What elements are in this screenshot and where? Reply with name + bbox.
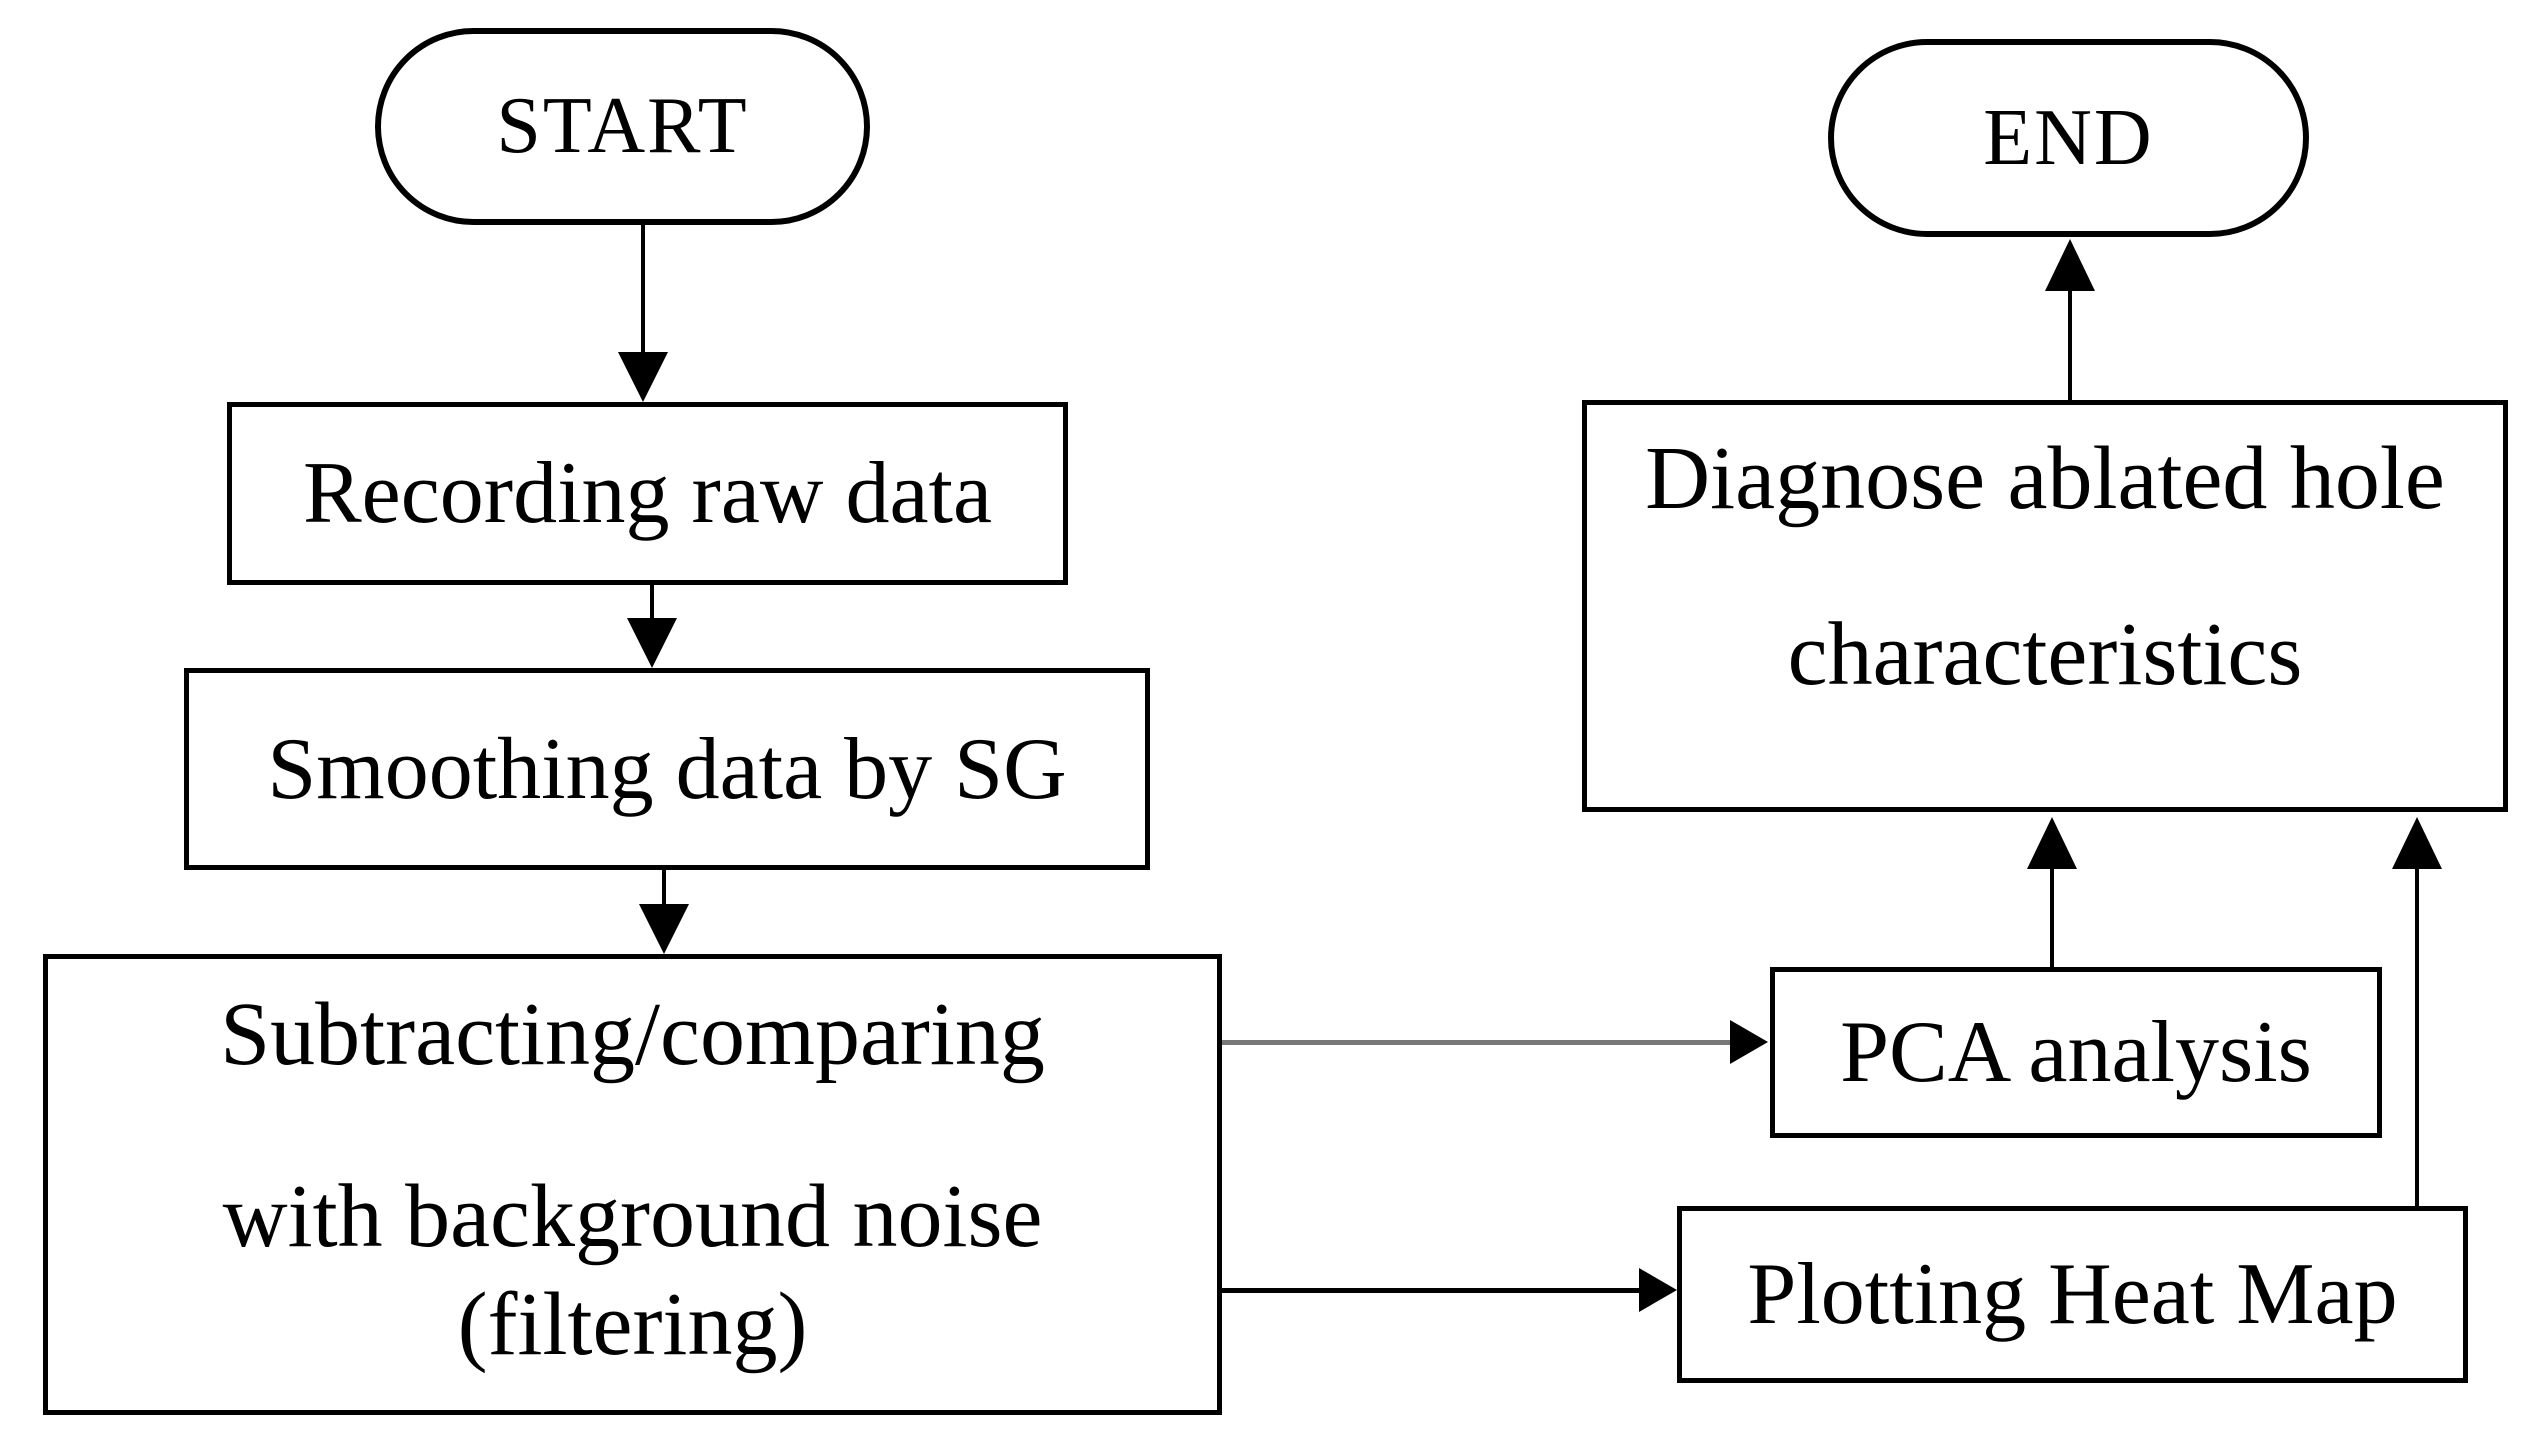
node-recording-raw-data: Recording raw data [227, 402, 1068, 585]
arrowhead-up-icon [2027, 817, 2077, 869]
node-smoothing-label: Smoothing data by SG [267, 720, 1067, 818]
node-start-label: START [496, 82, 749, 170]
connector-subtracting-to-heatmap [1222, 1288, 1642, 1293]
arrowhead-down-icon [627, 618, 677, 668]
node-subtracting-line3: (filtering) [457, 1275, 808, 1374]
arrowhead-right-icon [1639, 1268, 1677, 1312]
connector-heatmap-to-diagnose [2415, 869, 2419, 1206]
connector-recording-to-smoothing [650, 585, 654, 621]
arrowhead-up-icon [2045, 239, 2095, 291]
node-diagnose-ablated-hole: Diagnose ablated hole characteristics [1582, 400, 2508, 812]
connector-pca-to-diagnose [2050, 869, 2054, 967]
node-subtracting-line1: Subtracting/comparing [220, 985, 1045, 1084]
connector-start-to-recording [641, 225, 645, 355]
arrowhead-down-icon [639, 904, 689, 954]
node-subtracting-line2: with background noise [222, 1167, 1043, 1266]
arrowhead-right-icon [1730, 1020, 1768, 1064]
connector-smoothing-to-subtracting [662, 870, 666, 906]
node-end-label: END [1983, 93, 2154, 182]
node-smoothing-data: Smoothing data by SG [184, 668, 1150, 870]
arrowhead-down-icon [618, 352, 668, 402]
node-subtracting-comparing: Subtracting/comparing with background no… [43, 954, 1222, 1415]
node-recording-label: Recording raw data [302, 445, 993, 542]
node-plotting-heat-map: Plotting Heat Map [1677, 1206, 2468, 1383]
node-pca-label: PCA analysis [1840, 1004, 2312, 1101]
node-diagnose-line1: Diagnose ablated hole [1645, 429, 2445, 528]
arrowhead-up-icon [2392, 817, 2442, 869]
node-heatmap-label: Plotting Heat Map [1747, 1246, 2398, 1343]
connector-subtracting-to-pca [1222, 1040, 1732, 1045]
node-pca-analysis: PCA analysis [1770, 967, 2382, 1138]
connector-diagnose-to-end [2068, 291, 2072, 400]
node-diagnose-line2: characteristics [1787, 605, 2303, 704]
node-end: END [1828, 39, 2309, 237]
node-start: START [375, 28, 870, 225]
